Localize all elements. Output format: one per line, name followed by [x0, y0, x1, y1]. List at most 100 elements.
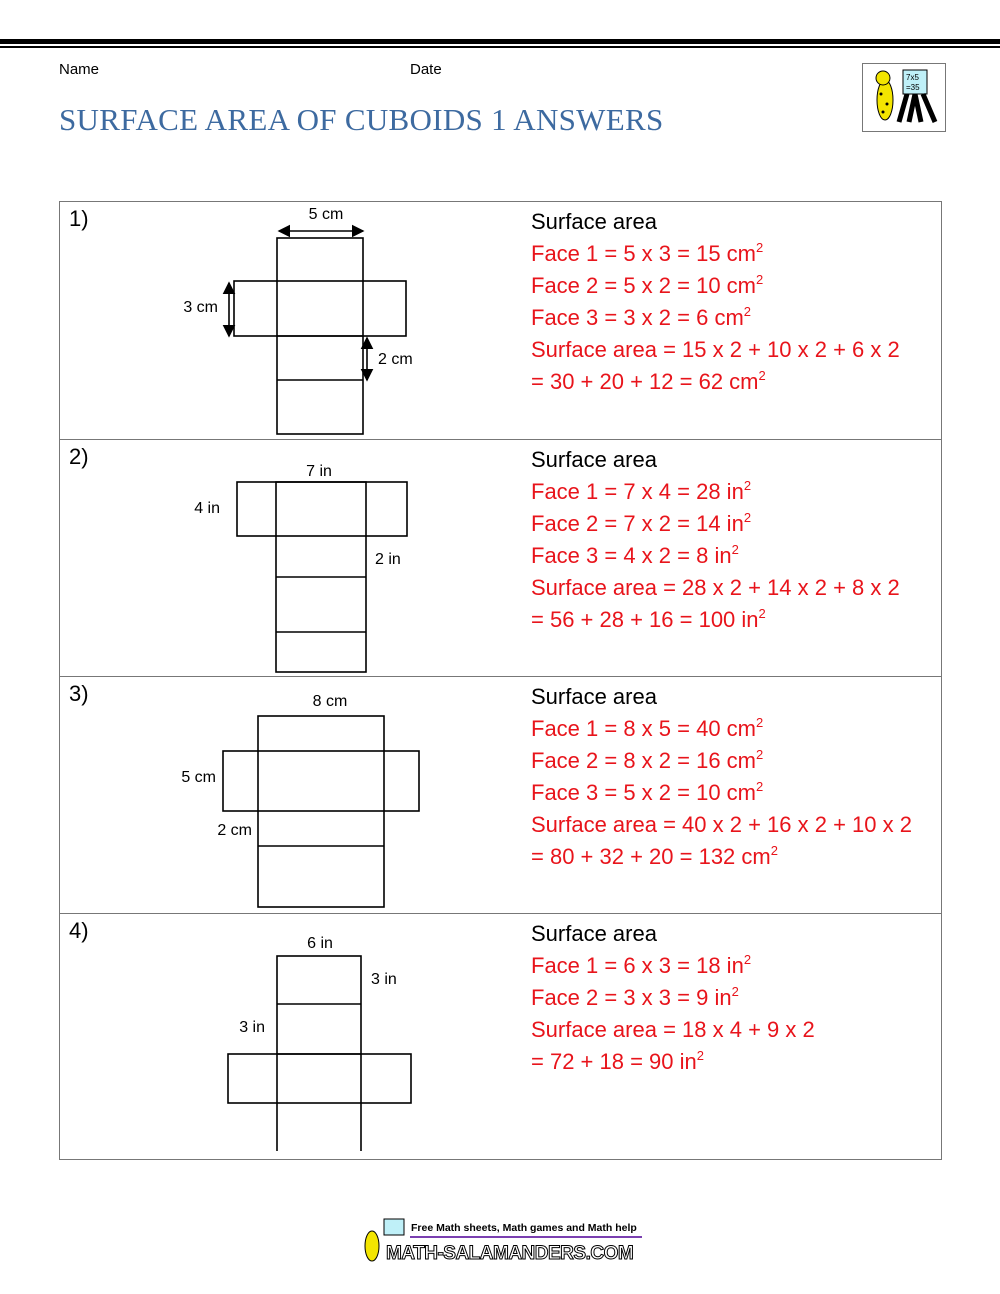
exponent: 2 [731, 984, 739, 999]
answer-line: Face 2 = 5 x 2 = 10 cm2 [531, 270, 900, 302]
exponent: 2 [758, 368, 766, 383]
answer-line: Face 3 = 5 x 2 = 10 cm2 [531, 777, 912, 809]
exponent: 2 [758, 606, 766, 621]
exponent: 2 [743, 304, 752, 319]
answer-heading: Surface area [531, 684, 657, 709]
answer-text: Face 1 = 5 x 3 = 15 cm [531, 241, 757, 266]
problem-number: 3) [69, 681, 89, 706]
dimension-label: 7 in [306, 463, 332, 480]
top-rule-thin [0, 46, 1000, 48]
net-face [222, 750, 420, 812]
answer-text: Face 3 = 5 x 2 = 10 cm [531, 780, 757, 805]
dimension-label: 2 cm [378, 351, 413, 368]
dimension-label: 2 cm [217, 822, 252, 839]
answer-text: Face 1 = 7 x 4 = 28 in [531, 479, 744, 504]
answer-line: = 56 + 28 + 16 = 100 in2 [531, 604, 900, 636]
exponent: 2 [756, 715, 764, 730]
dimension-label: 8 cm [313, 693, 348, 710]
exponent: 2 [756, 240, 764, 255]
answer-text: = 80 + 32 + 20 = 132 cm [531, 844, 771, 869]
answer-line: Surface area = 40 x 2 + 16 x 2 + 10 x 2 [531, 809, 912, 841]
dimension-label: 5 cm [309, 206, 344, 223]
net-face [227, 1053, 412, 1104]
answer-text: Surface area = 15 x 2 + 10 x 2 + 6 x 2 [531, 337, 900, 362]
exponent: 2 [756, 747, 764, 762]
answer-text: Face 1 = 6 x 3 = 18 in [531, 953, 744, 978]
answer-text: Face 2 = 3 x 3 = 9 in [531, 985, 732, 1010]
answer-line: Face 2 = 7 x 2 = 14 in2 [531, 508, 900, 540]
dimension-label: 6 in [307, 935, 333, 952]
answer-text: Face 3 = 4 x 2 = 8 in [531, 543, 732, 568]
cuboid-net-diagram: 5 cm 3 cm 2 cm [183, 206, 413, 435]
answer-text: Surface area = 28 x 2 + 14 x 2 + 8 x 2 [531, 575, 900, 600]
svg-text:Free Math sheets, Math games a: Free Math sheets, Math games and Math he… [411, 1222, 637, 1234]
problem-number: 4) [69, 918, 89, 943]
answer-text: Face 3 = 3 x 2 = 6 cm [531, 305, 744, 330]
dimension-label: 3 in [239, 1019, 265, 1036]
cuboid-net-diagram: 7 in 4 in 2 in [194, 463, 408, 673]
top-rule [0, 39, 1000, 44]
answer-text: Face 2 = 7 x 2 = 14 in [531, 511, 744, 536]
answer-line: Face 3 = 3 x 2 = 6 cm2 [531, 302, 900, 334]
answer-line: = 80 + 32 + 20 = 132 cm2 [531, 841, 912, 873]
exponent: 2 [743, 952, 752, 967]
net-face [233, 280, 407, 337]
answer-line: Face 1 = 6 x 3 = 18 in2 [531, 950, 815, 982]
answer-line: Face 3 = 4 x 2 = 8 in2 [531, 540, 900, 572]
dimension-label: 3 cm [183, 299, 218, 316]
answer-text: Face 1 = 8 x 5 = 40 cm [531, 716, 757, 741]
date-label: Date [410, 61, 442, 78]
answer-line: Surface area = 28 x 2 + 14 x 2 + 8 x 2 [531, 572, 900, 604]
svg-text:=35: =35 [906, 83, 920, 92]
page-title: SURFACE AREA OF CUBOIDS 1 ANSWERS [59, 102, 664, 137]
dimension-label: 2 in [375, 551, 401, 568]
exponent: 2 [756, 272, 764, 287]
problem-number: 2) [69, 444, 89, 469]
footer-logo: Free Math sheets, Math games and Math he… [358, 1216, 643, 1265]
exponent: 2 [731, 542, 739, 557]
exponent: 2 [743, 510, 752, 525]
svg-text:7x5: 7x5 [906, 73, 919, 82]
answer-line: Face 2 = 8 x 2 = 16 cm2 [531, 745, 912, 777]
dimension-label: 3 in [371, 971, 397, 988]
svg-text:MATH-SALAMANDERS.COM: MATH-SALAMANDERS.COM [386, 1243, 633, 1264]
answer-line: Face 1 = 5 x 3 = 15 cm2 [531, 238, 900, 270]
answer-line: Face 1 = 8 x 5 = 40 cm2 [531, 713, 912, 745]
answer-text: = 30 + 20 + 12 = 62 cm [531, 369, 759, 394]
answer-line: Face 2 = 3 x 3 = 9 in2 [531, 982, 815, 1014]
answer-heading: Surface area [531, 447, 657, 472]
answer-line: = 30 + 20 + 12 = 62 cm2 [531, 366, 900, 398]
answer-text: Surface area = 40 x 2 + 16 x 2 + 10 x 2 [531, 812, 912, 837]
answer-line: Surface area = 18 x 4 + 9 x 2 [531, 1014, 815, 1046]
exponent: 2 [756, 779, 764, 794]
dimension-label: 5 cm [181, 769, 216, 786]
dimension-label: 4 in [194, 500, 220, 517]
problem-number: 1) [69, 206, 89, 231]
exponent: 2 [770, 843, 778, 858]
answer-text: Face 2 = 8 x 2 = 16 cm [531, 748, 757, 773]
answer-heading: Surface area [531, 209, 657, 234]
cuboid-net-diagram: 8 cm 5 cm 2 cm [181, 693, 420, 908]
answer-text: Face 2 = 5 x 2 = 10 cm [531, 273, 757, 298]
name-label: Name [59, 61, 100, 78]
salamander-logo: 7x5 =35 [862, 63, 946, 132]
net-face [236, 481, 408, 537]
answer-line: Surface area = 15 x 2 + 10 x 2 + 6 x 2 [531, 334, 900, 366]
answer-line: = 72 + 18 = 90 in2 [531, 1046, 815, 1078]
answer-line: Face 1 = 7 x 4 = 28 in2 [531, 476, 900, 508]
answer-text: = 56 + 28 + 16 = 100 in [531, 607, 759, 632]
exponent: 2 [743, 478, 752, 493]
cuboid-net-diagram: 6 in 3 in 3 in [227, 935, 412, 1151]
answer-text: Surface area = 18 x 4 + 9 x 2 [531, 1017, 815, 1042]
exponent: 2 [696, 1048, 704, 1063]
